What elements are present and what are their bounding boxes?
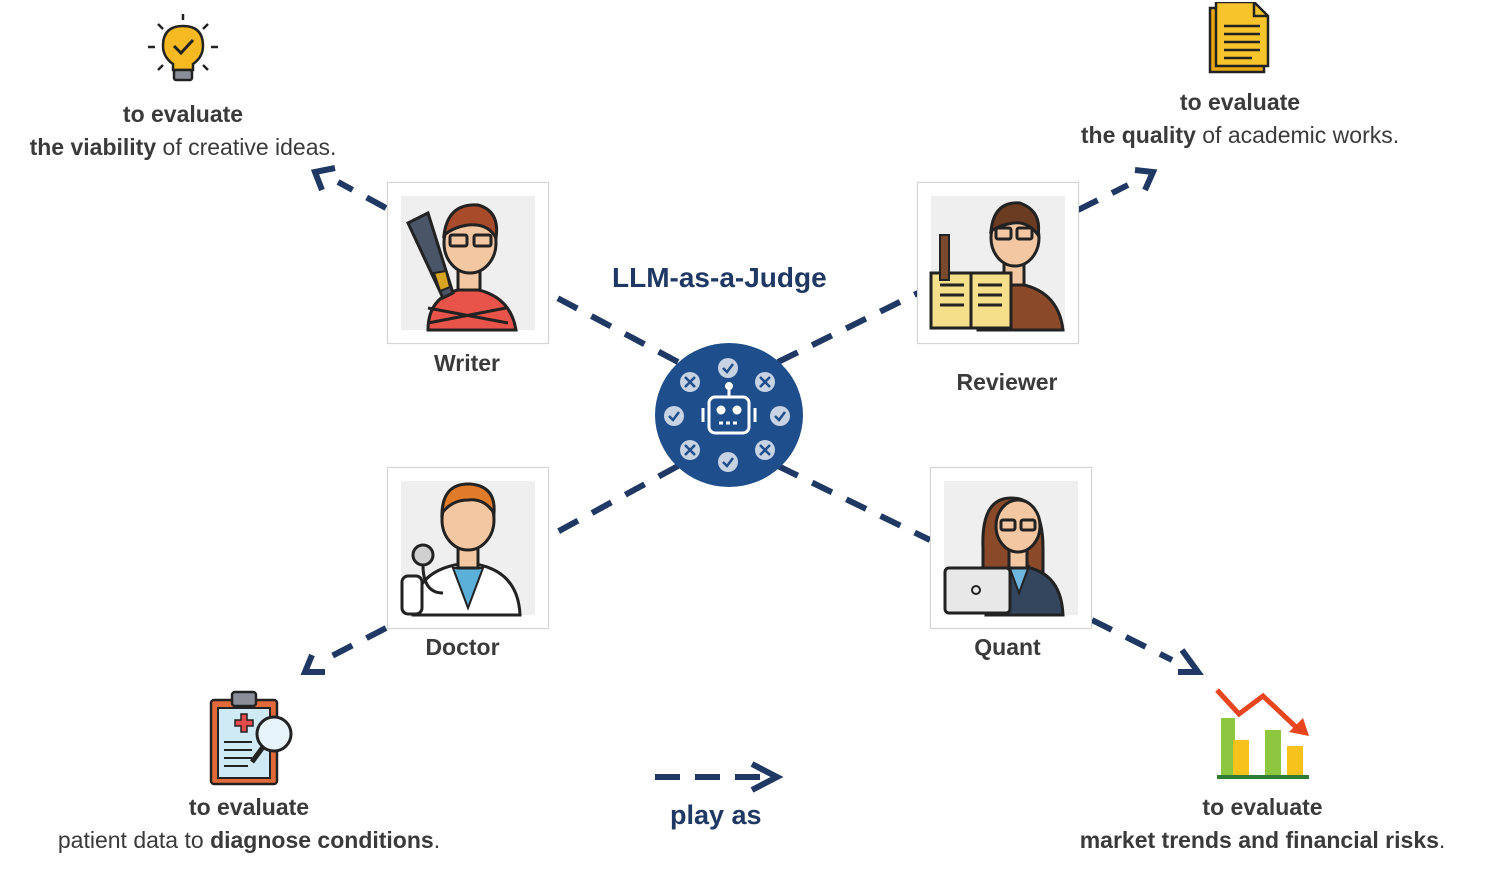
arrowhead-quant: [1178, 648, 1204, 675]
connector-doctor-task: [328, 625, 388, 660]
task-doctor: to evaluate patient data to diagnose con…: [40, 791, 458, 857]
connector-writer-task: [336, 179, 388, 211]
task-quant-bold: market trends and financial risks: [1079, 827, 1439, 853]
lightbulb-icon: [148, 14, 218, 82]
task-writer-rest: of creative ideas.: [156, 134, 337, 160]
arrowhead-doctor: [300, 653, 325, 675]
doctor-icon: [400, 481, 535, 617]
task-reviewer: to evaluate the quality of academic work…: [1050, 86, 1430, 152]
task-writer: to evaluate the viability of creative id…: [0, 98, 366, 164]
role-label-doctor: Doctor: [425, 634, 500, 660]
connector-reviewer-task: [1076, 182, 1130, 213]
task-doctor-bold: diagnose conditions: [210, 827, 434, 853]
robot-icon: [701, 382, 757, 435]
arrowhead-reviewer: [1134, 167, 1158, 192]
hub-marks: [664, 358, 790, 472]
task-doctor-pre: patient data to: [57, 827, 211, 853]
connector-hub-quant: [776, 463, 932, 543]
task-quant-post: .: [1438, 827, 1446, 853]
arrowhead-writer: [310, 165, 336, 192]
task-reviewer-rest: of academic works.: [1195, 122, 1400, 148]
connector-quant-task: [1090, 617, 1174, 663]
quant-card: [930, 467, 1092, 629]
document-icon: [1208, 2, 1270, 74]
role-label-writer: Writer: [433, 350, 501, 376]
role-label-reviewer: Reviewer: [956, 369, 1058, 395]
connector-hub-reviewer: [776, 290, 920, 365]
task-reviewer-line1: to evaluate: [1179, 89, 1301, 115]
legend-label: play as: [670, 800, 762, 830]
writer-icon: [401, 196, 535, 332]
reviewer-card: [917, 182, 1079, 344]
diagram-title: LLM-as-a-Judge: [612, 262, 827, 293]
chart-down-icon: [1215, 688, 1309, 779]
task-writer-line1: to evaluate: [122, 101, 244, 127]
task-writer-bold: the viability: [29, 134, 157, 160]
connector-hub-writer: [546, 290, 680, 365]
dashed-arrow-icon: [655, 761, 784, 793]
connector-hub-doctor: [546, 463, 680, 540]
clipboard-icon: [209, 690, 293, 786]
writer-card: [387, 182, 549, 344]
hub: [655, 343, 803, 487]
task-reviewer-bold: the quality: [1080, 122, 1196, 148]
reviewer-icon: [929, 196, 1065, 332]
quant-icon: [943, 481, 1078, 617]
task-doctor-post: .: [433, 827, 441, 853]
task-doctor-line1: to evaluate: [188, 794, 310, 820]
doctor-card: [387, 467, 549, 629]
task-quant: to evaluate market trends and financial …: [1065, 791, 1460, 857]
role-label-quant: Quant: [974, 634, 1041, 660]
task-quant-line1: to evaluate: [1202, 794, 1323, 820]
